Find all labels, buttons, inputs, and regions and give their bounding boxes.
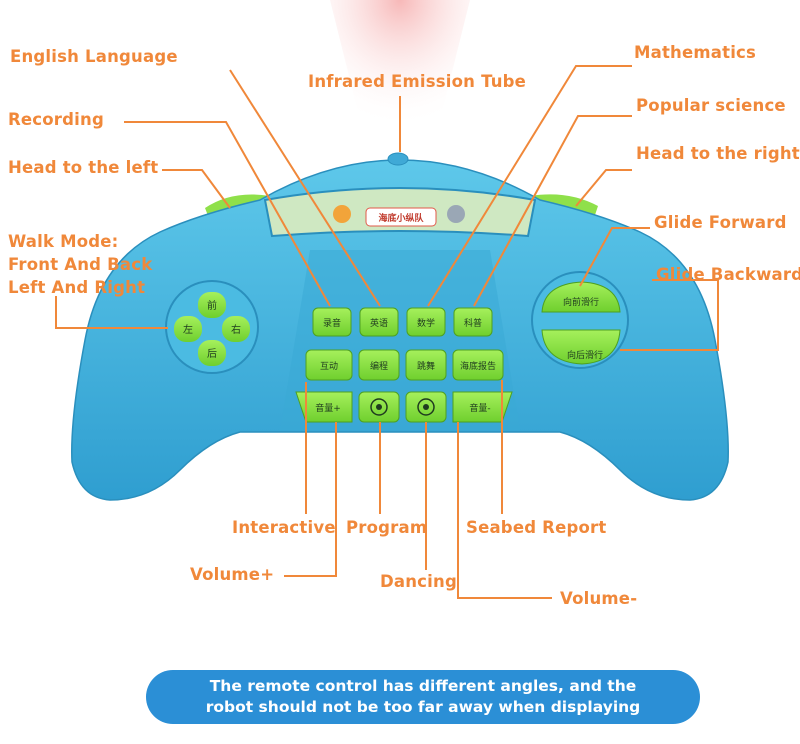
screen-logo xyxy=(365,207,437,227)
key-seabed-report-label: 海底报告 xyxy=(460,360,496,372)
octonauts-icon-center xyxy=(423,404,429,410)
callout-seabed-report: Seabed Report xyxy=(466,518,607,537)
leader-lines xyxy=(55,65,719,599)
banner-line-1: The remote control has different angles,… xyxy=(209,677,637,695)
callout-volume-plus: Volume+ xyxy=(190,565,275,584)
callout-dancing: Dancing xyxy=(380,572,457,591)
key-interactive[interactable] xyxy=(305,349,353,381)
octonauts-icon xyxy=(417,398,435,416)
leader-walk-mode xyxy=(55,296,168,329)
key-math-label: 数学 xyxy=(417,317,435,329)
key-volume-down-label: 音量- xyxy=(469,402,490,414)
dpad-left-label: 左 xyxy=(183,323,193,336)
screen-logo-text: 海底小纵队 xyxy=(378,212,424,224)
callout-glide-backward: Glide Backward xyxy=(656,265,800,284)
leader-glide-backward xyxy=(620,279,719,351)
infrared-emitter xyxy=(387,152,409,166)
callout-walk-mode: Walk Mode: Front And Back Left And Right xyxy=(8,232,153,297)
glide-forward-label: 向前滑行 xyxy=(563,296,599,308)
banner-line-2: robot should not be too far away when di… xyxy=(205,698,641,716)
key-science[interactable] xyxy=(453,307,493,337)
dpad[interactable]: 前 左 右 后 xyxy=(174,292,250,366)
key-recording[interactable] xyxy=(312,307,352,337)
leader-volume-plus xyxy=(284,422,337,577)
key-science-label: 科普 xyxy=(464,317,482,329)
octonauts-icon-center xyxy=(376,404,382,410)
key-seabed-report[interactable] xyxy=(452,349,504,381)
leader-glide-forward xyxy=(579,227,650,287)
keypad-panel xyxy=(280,250,520,430)
leader-science xyxy=(473,115,632,307)
key-interactive-label: 互动 xyxy=(320,361,338,372)
glide-backward-label: 向后滑行 xyxy=(567,349,603,361)
callout-mathematics: Mathematics xyxy=(634,43,757,62)
callout-popular-science: Popular science xyxy=(636,96,786,115)
leader-english xyxy=(229,69,381,307)
key-english[interactable] xyxy=(359,307,399,337)
key-english-label: 英语 xyxy=(370,317,388,329)
leader-math xyxy=(427,65,632,307)
key-dancing-label: 跳舞 xyxy=(417,360,435,372)
dpad-left-button[interactable] xyxy=(174,316,202,342)
leader-recording xyxy=(124,121,331,307)
dpad-up-button[interactable] xyxy=(198,292,226,318)
leader-head-right xyxy=(575,169,632,207)
infrared-beam xyxy=(330,0,470,160)
dpad-up-label: 前 xyxy=(207,299,217,312)
dpad-down-label: 后 xyxy=(207,348,217,360)
callout-english-language: English Language xyxy=(10,47,178,66)
dpad-down-button[interactable] xyxy=(198,340,226,366)
dpad-right-button[interactable] xyxy=(222,316,250,342)
key-program-label: 编程 xyxy=(370,360,388,372)
key-volume-up[interactable] xyxy=(295,391,353,423)
callout-head-left: Head to the left xyxy=(8,158,159,177)
callout-volume-minus: Volume- xyxy=(560,589,638,608)
key-program[interactable] xyxy=(358,349,400,381)
key-recording-label: 录音 xyxy=(323,317,341,329)
character-figure-right xyxy=(447,205,465,223)
leader-volume-minus xyxy=(457,422,552,599)
callout-glide-forward: Glide Forward xyxy=(654,213,787,232)
dpad-right-label: 右 xyxy=(231,323,241,336)
callout-program: Program xyxy=(346,518,428,537)
key-math[interactable] xyxy=(406,307,446,337)
info-banner: The remote control has different angles,… xyxy=(146,670,700,724)
key-volume-up-label: 音量+ xyxy=(315,402,341,414)
callout-head-right: Head to the right xyxy=(636,144,800,163)
key-dancing[interactable] xyxy=(405,349,447,381)
callout-interactive: Interactive xyxy=(232,518,336,537)
octonauts-icon xyxy=(370,398,388,416)
glide-backward-button[interactable] xyxy=(541,329,621,365)
callout-infrared: Infrared Emission Tube xyxy=(308,72,527,91)
callout-recording: Recording xyxy=(8,110,104,129)
character-figure-left xyxy=(333,205,351,223)
leader-head-left xyxy=(162,169,231,209)
